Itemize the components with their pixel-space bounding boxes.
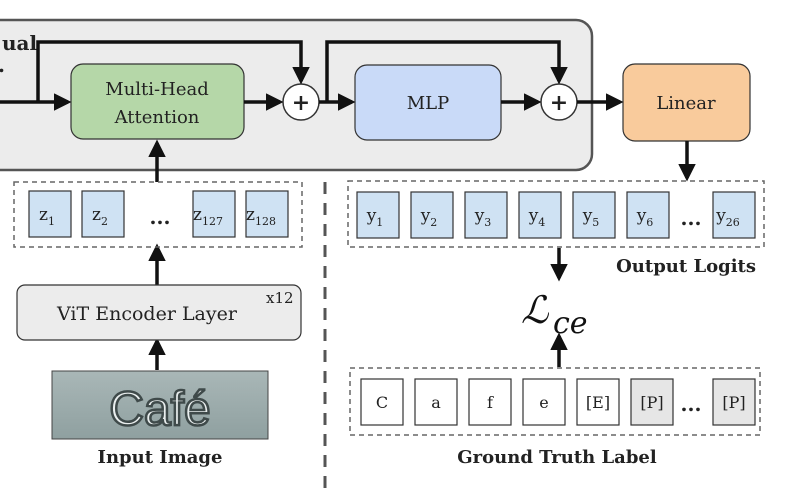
output-logit-token: y26 — [712, 191, 756, 239]
ground-truth-token: e — [522, 378, 566, 426]
output-logit-token-box — [572, 191, 616, 239]
output-logit-token: y2 — [410, 191, 454, 239]
encoder-token: z1 — [28, 190, 72, 238]
ground-truth-token: a — [414, 378, 458, 426]
output-logit-token: y4 — [518, 191, 562, 239]
ground-truth-ellipsis: ... — [681, 392, 702, 416]
ground-truth-token-label: [P] — [640, 393, 663, 412]
ground-truth-token: f — [468, 378, 512, 426]
encoder-token: z128 — [245, 190, 289, 238]
encoder-ellipsis: ... — [150, 205, 171, 229]
ground-truth-token-box — [360, 378, 404, 426]
output-logit-token-subscript: 2 — [430, 216, 437, 229]
ground-truth-token: [E] — [576, 378, 620, 426]
loss-symbol: ℒ — [521, 288, 550, 332]
vit-encoder-layer — [16, 284, 302, 341]
input-image-caption: Input Image — [98, 447, 223, 468]
plus-symbol-2: + — [550, 90, 568, 116]
ground-truth-token-box — [712, 378, 756, 426]
loss-subscript: ce — [553, 306, 588, 341]
logits-ellipsis: ... — [681, 206, 702, 230]
output-logit-token-box — [712, 191, 756, 239]
ground-truth-token: C — [360, 378, 404, 426]
ground-truth-token: [P] — [712, 378, 756, 426]
output-logit-token-subscript: 3 — [484, 216, 491, 229]
encoder-token-box — [28, 190, 72, 238]
output-logit-token: y3 — [464, 191, 508, 239]
decoder-block-title-2: . — [0, 53, 5, 77]
encoder-token-box — [245, 190, 289, 238]
ground-truth-token-box — [576, 378, 620, 426]
input-image-word: Café — [109, 383, 210, 436]
linear-label: Linear — [656, 93, 716, 114]
encoder-token: z2 — [81, 190, 125, 238]
ground-truth-token-label: e — [539, 393, 548, 412]
output-logit-token-box — [518, 191, 562, 239]
encoder-token-subscript: 2 — [101, 215, 108, 228]
output-logit-token-subscript: 6 — [646, 216, 653, 229]
ground-truth-token-label: a — [431, 393, 441, 412]
ground-truth-token-box — [522, 378, 566, 426]
ground-truth-token-box — [630, 378, 674, 426]
output-logit-token-box — [356, 191, 400, 239]
encoder-token-subscript: 128 — [255, 215, 276, 228]
ground-truth-caption: Ground Truth Label — [457, 447, 657, 468]
output-logit-token-box — [410, 191, 454, 239]
attention-label-line1: Multi-Head — [105, 79, 208, 100]
output-logit-token-box — [464, 191, 508, 239]
encoder-token-box — [81, 190, 125, 238]
ground-truth-token-label: [E] — [586, 393, 610, 412]
ground-truth-token: [P] — [630, 378, 674, 426]
output-logit-token: y1 — [356, 191, 400, 239]
ground-truth-container — [349, 367, 761, 436]
ground-truth-token-box — [414, 378, 458, 426]
ground-truth-token-label: C — [376, 393, 388, 412]
plus-symbol-1: + — [292, 90, 310, 116]
vit-encoder-label: ViT Encoder Layer — [56, 303, 238, 325]
output-logits-container — [347, 180, 765, 248]
output-logit-token-subscript: 4 — [538, 216, 545, 229]
attention-label-line2: Attention — [114, 107, 200, 128]
encoder-token-subscript: 127 — [202, 215, 223, 228]
output-logit-token-box — [626, 191, 670, 239]
ground-truth-token-box — [468, 378, 512, 426]
output-logit-token-subscript: 1 — [376, 216, 383, 229]
encoder-token-container — [13, 181, 303, 248]
ground-truth-token-label: f — [487, 393, 494, 412]
main-flow-arrows — [0, 40, 696, 370]
encoder-token-box — [192, 190, 236, 238]
ground-truth-token-label: [P] — [722, 393, 745, 412]
encoder-repeat-count: x12 — [266, 289, 294, 307]
input-image — [51, 370, 269, 440]
encoder-token: z127 — [192, 190, 236, 238]
output-logit-token: y6 — [626, 191, 670, 239]
output-logit-token-subscript: 26 — [726, 216, 740, 229]
mlp-label: MLP — [407, 93, 450, 114]
output-logit-token: y5 — [572, 191, 616, 239]
encoder-token-subscript: 1 — [48, 215, 55, 228]
decoder-block-title: ual — [2, 31, 38, 55]
output-logit-token-subscript: 5 — [592, 216, 599, 229]
output-logits-caption: Output Logits — [616, 256, 756, 277]
